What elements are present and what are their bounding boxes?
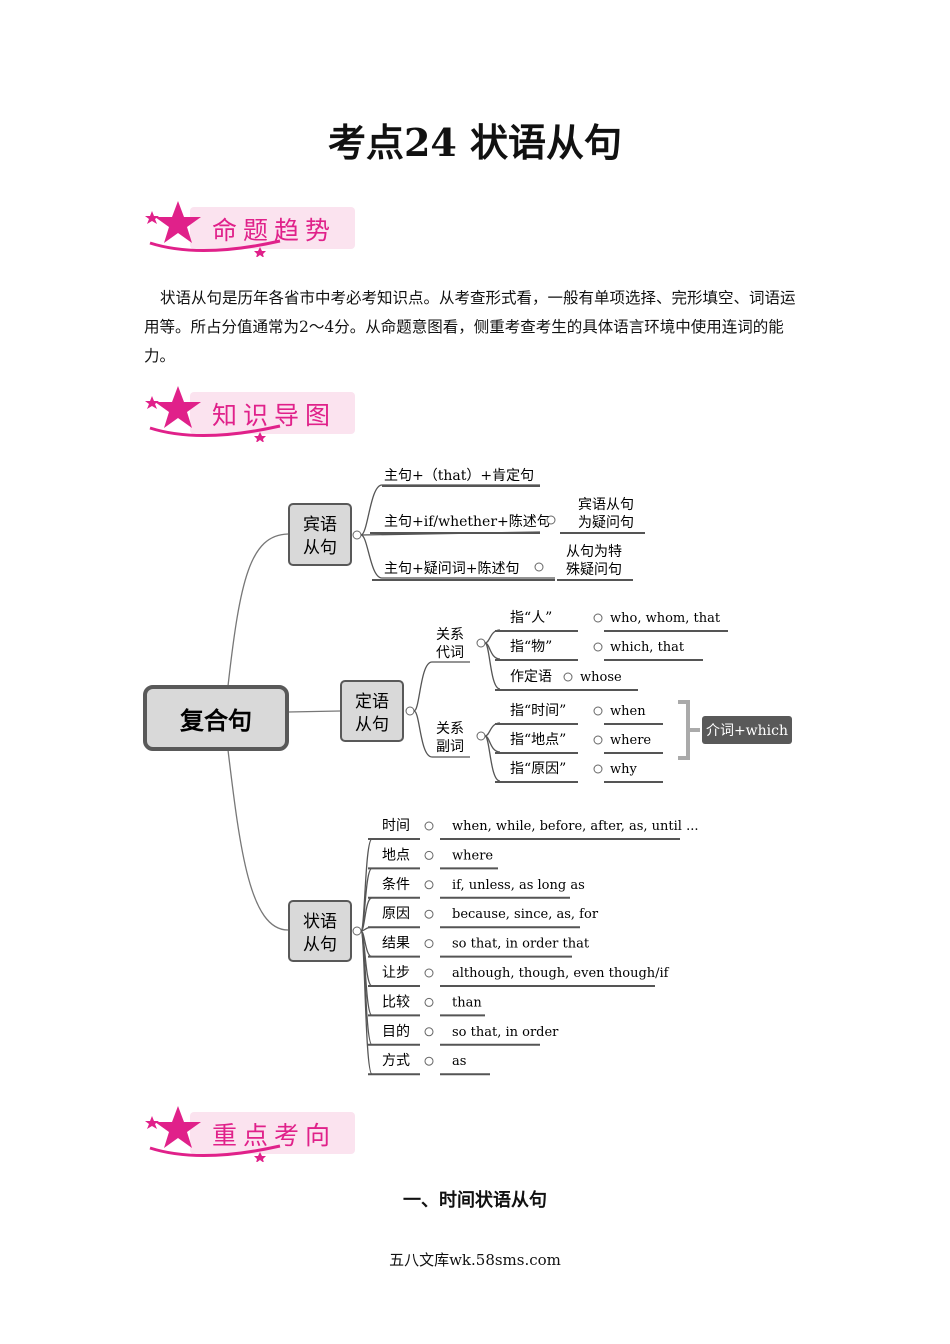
adverbial-key: 结果 bbox=[382, 936, 410, 952]
collapse-icon bbox=[593, 735, 603, 745]
attributive-key: 指“物” bbox=[510, 639, 552, 655]
attributive-clause-node: 定语 从句 bbox=[340, 680, 404, 742]
pronoun-label-2: 代词 bbox=[436, 645, 464, 661]
root-node: 复合句 bbox=[143, 685, 289, 751]
attributive-key: 指“人” bbox=[510, 610, 552, 626]
page-title: 考点24 状语从句 bbox=[327, 120, 623, 165]
intro-paragraph: 状语从句是历年各省市中考必考知识点。从考查形式看，一般有单项选择、完形填空、词语… bbox=[144, 284, 809, 371]
banner-focus: 重点考向 bbox=[140, 1102, 360, 1163]
banner-label: 重点考向 bbox=[212, 1121, 337, 1150]
attributive-value: which, that bbox=[610, 640, 685, 655]
attributive-key: 指“时间” bbox=[510, 703, 566, 719]
adverbial-value: as bbox=[452, 1054, 466, 1069]
adverbial-value: if, unless, as long as bbox=[452, 878, 585, 893]
attributive-value: whose bbox=[580, 670, 622, 685]
collapse-icon bbox=[593, 613, 603, 623]
adverbial-key: 原因 bbox=[382, 906, 410, 922]
collapse-icon bbox=[424, 997, 434, 1007]
object-note-2a: 从句为特 bbox=[566, 544, 622, 560]
banner-label: 命题趋势 bbox=[212, 216, 337, 245]
callout-label: 介词+which bbox=[706, 723, 788, 739]
adverbial-value: when, while, before, after, as, until ..… bbox=[452, 819, 698, 834]
object-label-1: 宾语 bbox=[303, 515, 337, 535]
banner-label: 知识导图 bbox=[212, 401, 337, 430]
object-item-2: 主句+if/whether+陈述句 bbox=[384, 513, 551, 530]
adverbial-key: 时间 bbox=[382, 818, 410, 834]
object-item-3: 主句+疑问词+陈述句 bbox=[384, 560, 519, 577]
collapse-icon bbox=[424, 1056, 434, 1066]
adverbial-value: so that, in order bbox=[452, 1025, 559, 1040]
pronoun-label-1: 关系 bbox=[436, 627, 464, 643]
adverb-label-2: 副词 bbox=[436, 739, 464, 755]
attributive-value: why bbox=[610, 762, 638, 777]
attributive-label-1: 定语 bbox=[355, 692, 389, 712]
adverbial-value: than bbox=[452, 995, 482, 1010]
adverbial-key: 目的 bbox=[382, 1024, 410, 1040]
adverbial-value: although, though, even though/if bbox=[452, 966, 670, 981]
adverb-label-1: 关系 bbox=[436, 721, 464, 737]
collapse-icon bbox=[424, 968, 434, 978]
adverbial-key: 条件 bbox=[382, 876, 410, 893]
adverbial-value: so that, in order that bbox=[452, 937, 590, 952]
adverbial-key: 让步 bbox=[382, 965, 410, 981]
adverbial-value: because, since, as, for bbox=[452, 907, 599, 922]
star-banner-icon bbox=[145, 1106, 355, 1163]
collapse-icon bbox=[424, 939, 434, 949]
collapse-icon bbox=[593, 764, 603, 774]
object-note-2b: 殊疑问句 bbox=[566, 562, 622, 578]
footer-watermark: 五八文库wk.58sms.com bbox=[389, 1251, 561, 1269]
attributive-value: when bbox=[610, 704, 646, 719]
attributive-key: 作定语 bbox=[510, 669, 552, 685]
collapse-icon bbox=[424, 821, 434, 831]
adverbial-label-1: 状语 bbox=[303, 912, 337, 932]
adverbial-label-2: 从句 bbox=[303, 935, 337, 955]
attributive-rows: 指“人” who, whom, that 指“物” which, that 作定语 who… bbox=[484, 610, 728, 783]
banner-trend: 命题趋势 bbox=[140, 197, 360, 258]
object-clause-node: 宾语 从句 bbox=[288, 503, 352, 566]
object-label-2: 从句 bbox=[303, 538, 337, 558]
root-label: 复合句 bbox=[179, 706, 252, 735]
collapse-icon bbox=[424, 850, 434, 860]
object-note-1b: 为疑问句 bbox=[578, 515, 634, 531]
banner-map: 知识导图 bbox=[140, 382, 360, 443]
collapse-icon bbox=[424, 880, 434, 890]
attributive-key: 指“原因” bbox=[510, 761, 566, 777]
attributive-value: who, whom, that bbox=[610, 611, 721, 626]
collapse-icon bbox=[563, 672, 573, 682]
collapse-icon bbox=[593, 642, 603, 652]
adverbial-key: 比较 bbox=[382, 994, 410, 1010]
attributive-label-2: 从句 bbox=[355, 715, 389, 735]
object-note-1a: 宾语从句 bbox=[578, 497, 634, 513]
attributive-key: 指“地点” bbox=[510, 732, 566, 748]
mind-map: 复合句 宾语 从句 主句+（that）+肯定句 主句+if/whether+陈述… bbox=[143, 468, 792, 1076]
star-banner-icon bbox=[145, 386, 355, 443]
object-item-1: 主句+（that）+肯定句 bbox=[384, 468, 534, 484]
adverbial-rows: 时间 when, while, before, after, as, until … bbox=[360, 818, 698, 1076]
intro-text: 状语从句是历年各省市中考必考知识点。从考查形式看，一般有单项选择、完形填空、词语… bbox=[144, 289, 796, 365]
adverbial-value: where bbox=[452, 848, 493, 863]
callout-preposition-which: 介词+which bbox=[702, 716, 792, 744]
collapse-icon bbox=[424, 909, 434, 919]
root-connectors bbox=[227, 533, 341, 931]
section-heading: 一、时间状语从句 bbox=[403, 1190, 547, 1211]
adverbial-key: 地点 bbox=[382, 847, 410, 863]
star-banner-icon bbox=[145, 201, 355, 258]
collapse-icon bbox=[424, 1027, 434, 1037]
adverbial-clause-node: 状语 从句 bbox=[288, 900, 352, 962]
attributive-value: where bbox=[610, 733, 651, 748]
collapse-icon bbox=[593, 706, 603, 716]
adverbial-key: 方式 bbox=[382, 1053, 410, 1069]
